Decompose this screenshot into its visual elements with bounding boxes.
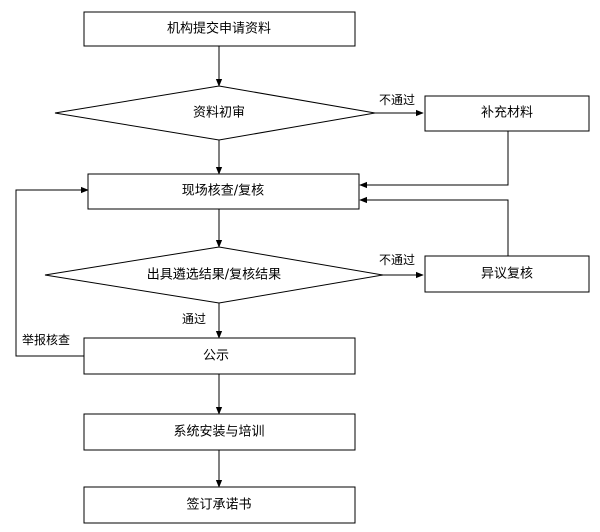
edge-appeal-to-onsite bbox=[359, 196, 509, 256]
edge-label-fail-1: 不通过 bbox=[379, 93, 415, 107]
node-onsite-check-label: 现场核查/复核 bbox=[182, 184, 264, 199]
node-sign-commitment: 签订承诺书 bbox=[83, 486, 356, 524]
edge-label-report-check: 举报核查 bbox=[22, 332, 70, 347]
edge-label-fail-2: 不通过 bbox=[379, 253, 415, 267]
edge-publicity-to-onsite bbox=[15, 186, 89, 357]
node-install-training: 系统安装与培训 bbox=[83, 413, 356, 451]
node-install-training-label: 系统安装与培训 bbox=[173, 424, 264, 440]
node-onsite-check: 现场核查/复核 bbox=[87, 173, 360, 210]
node-submit-label: 机构提交申请资料 bbox=[167, 21, 271, 37]
node-result: 出具遴选结果/复核结果 bbox=[44, 246, 384, 304]
edge-supplement-to-onsite bbox=[359, 131, 509, 189]
edge-label-pass: 通过 bbox=[182, 312, 206, 326]
node-publicity-label: 公示 bbox=[203, 349, 229, 364]
node-submit: 机构提交申请资料 bbox=[83, 11, 356, 47]
node-initial-review-label: 资料初审 bbox=[193, 106, 245, 121]
node-supplement: 补充材料 bbox=[424, 95, 590, 132]
node-appeal-label: 异议复核 bbox=[481, 267, 533, 282]
node-publicity: 公示 bbox=[83, 337, 356, 375]
node-result-label: 出具遴选结果/复核结果 bbox=[147, 268, 281, 283]
node-appeal: 异议复核 bbox=[424, 255, 590, 293]
node-initial-review: 资料初审 bbox=[54, 85, 376, 141]
node-supplement-label: 补充材料 bbox=[481, 105, 533, 121]
node-sign-commitment-label: 签订承诺书 bbox=[186, 497, 251, 513]
